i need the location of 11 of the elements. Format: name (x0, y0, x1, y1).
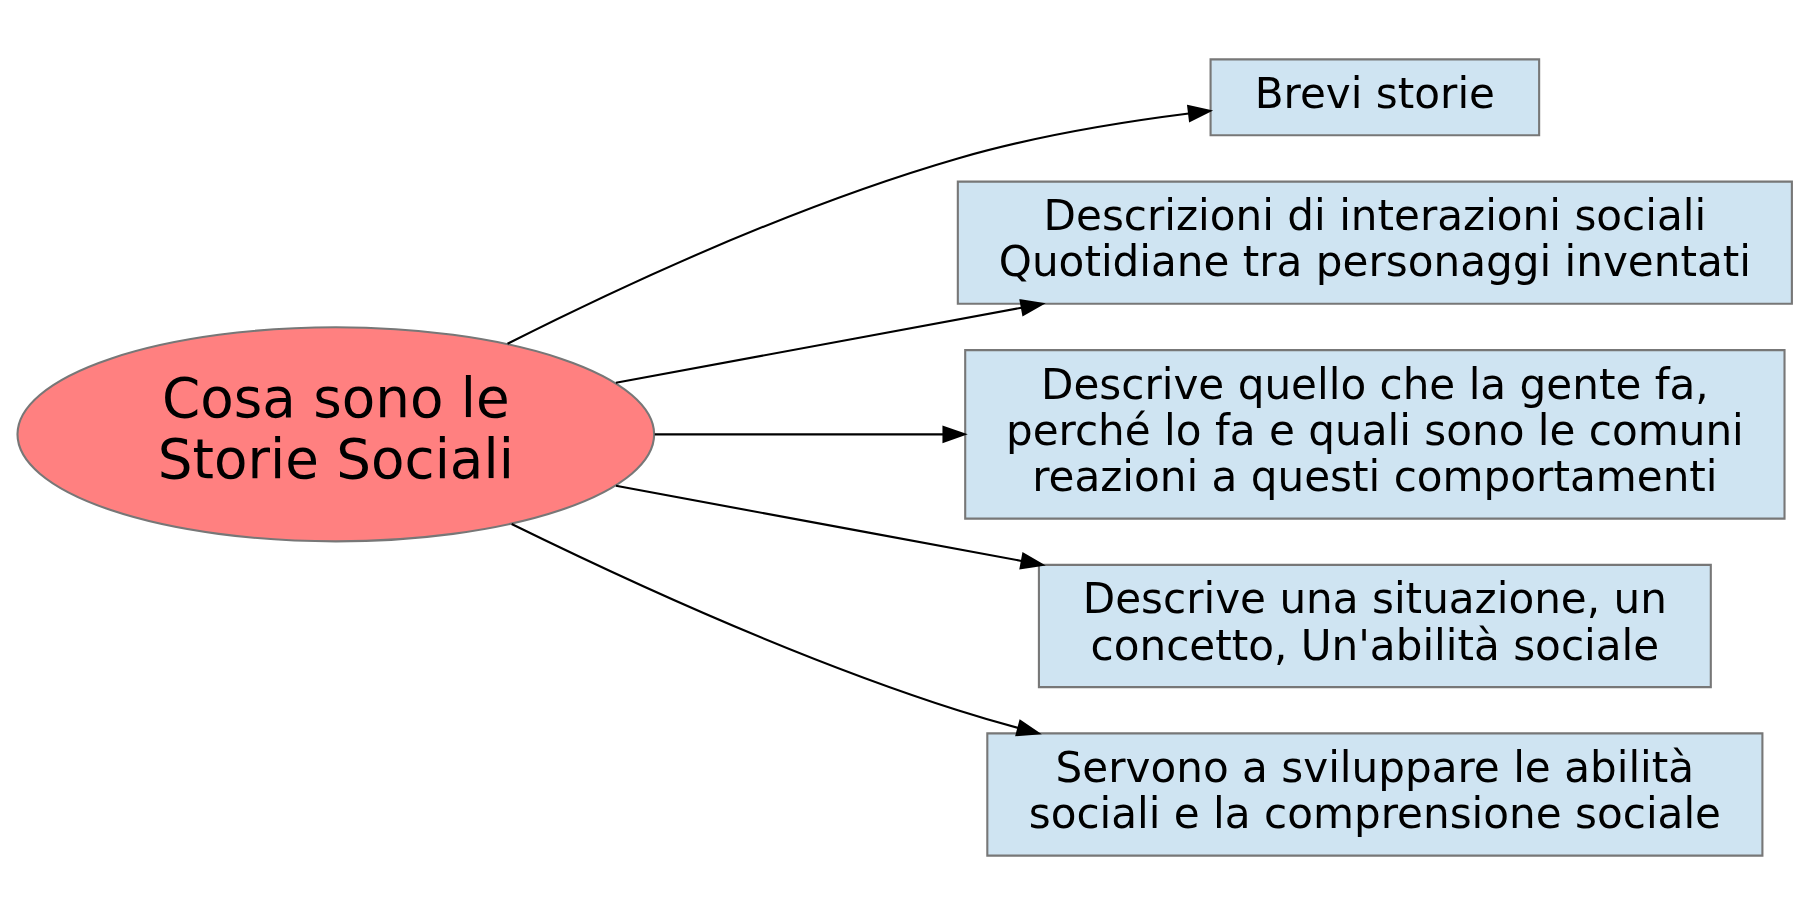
arrow (507, 104, 1214, 345)
arrow (654, 425, 968, 444)
node-box: Descrizioni di interazioni sociali Quotidiane tra personaggi inventati (956, 180, 1793, 305)
node-box: Descrive una situazione, un concetto, Un'abilità sociale (1037, 563, 1712, 689)
arrow (615, 484, 1046, 570)
arrow (615, 299, 1046, 384)
arrow (511, 523, 1042, 737)
node-box: Brevi storie (1209, 58, 1541, 137)
node-ellipse: Cosa sono le Storie Sociali (16, 326, 656, 543)
node-box: Servono a sviluppare le abilità sociali e la comprensione sociale (986, 732, 1764, 857)
node-box: Descrive quello che la gente fa, perché lo fa e quali sono le comuni reazioni a questi comportamenti (964, 349, 1786, 520)
